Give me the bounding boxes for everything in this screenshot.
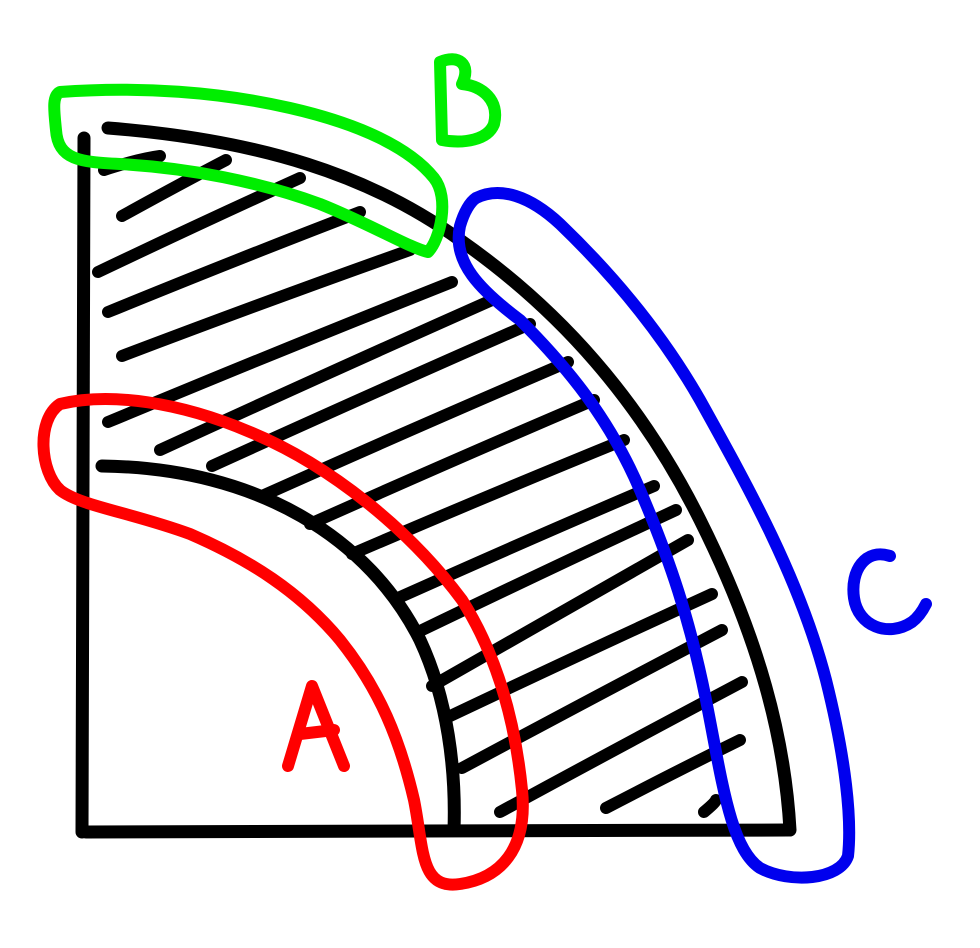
label-b: B [0, 0, 11, 4]
hatch-line [698, 794, 722, 818]
hatch-line [256, 356, 574, 502]
hatch-line [304, 394, 600, 530]
hatch-line [102, 206, 366, 318]
hatch-line [346, 434, 630, 560]
vertical-axis [75, 131, 91, 839]
hatch-line [206, 318, 536, 472]
region-c-loop [452, 187, 856, 884]
hatch-line [494, 676, 748, 818]
region-b-loop [48, 83, 449, 258]
letter-b: B [0, 0, 502, 148]
hatch-line [412, 504, 682, 638]
letter-c: C [0, 0, 932, 636]
hatch-line [600, 734, 746, 814]
letter-a: A [0, 0, 350, 772]
label-c: C [0, 0, 11, 4]
region-a-loop [37, 393, 529, 891]
horizontal-axis [79, 823, 795, 839]
hatch-line [426, 534, 694, 692]
hatch-line [392, 480, 660, 604]
hatch-line [116, 154, 232, 222]
outer-arc [101, 121, 797, 837]
label-a: A [0, 0, 11, 4]
hatch-line [154, 294, 498, 456]
hatch-line [116, 244, 416, 362]
inner-arc [95, 459, 461, 837]
